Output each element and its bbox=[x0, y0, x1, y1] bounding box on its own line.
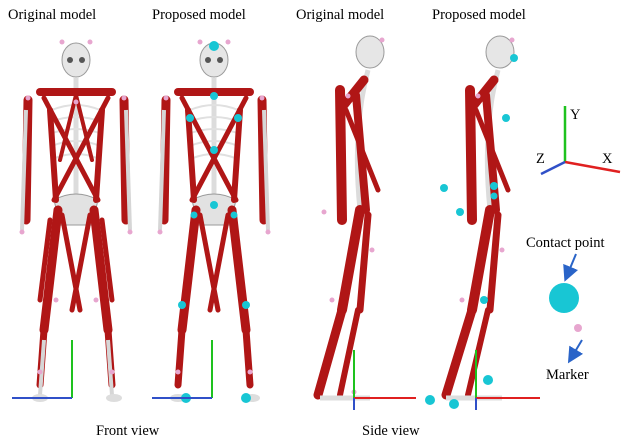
front-original-figure bbox=[0, 0, 150, 420]
caption-side-view: Side view bbox=[362, 424, 420, 439]
legend-marker-label: Marker bbox=[546, 368, 589, 383]
legend-contact-point-label: Contact point bbox=[526, 236, 605, 251]
caption-front-view: Front view bbox=[96, 424, 159, 439]
axis-label-z: Z bbox=[536, 152, 545, 167]
marker-icon bbox=[574, 324, 582, 332]
side-proposed-figure bbox=[410, 0, 550, 420]
contact-point-icon bbox=[549, 283, 579, 313]
axis-label-y: Y bbox=[570, 108, 580, 123]
side-original-figure bbox=[290, 0, 420, 420]
front-proposed-figure bbox=[142, 0, 292, 420]
axis-label-x: X bbox=[602, 152, 612, 167]
legend-graphic bbox=[530, 250, 625, 380]
